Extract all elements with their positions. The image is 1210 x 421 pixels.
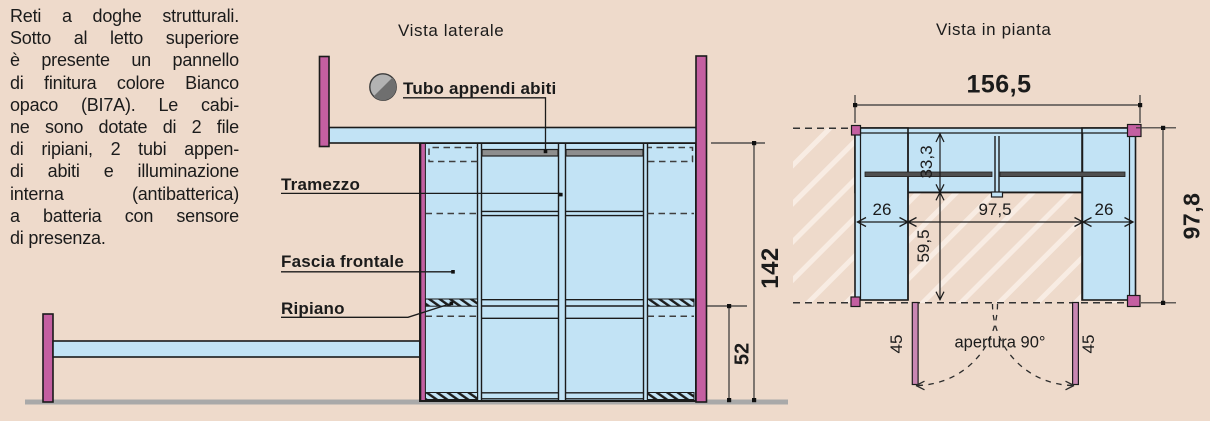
plan-right-cabinet	[1081, 127, 1137, 301]
side-view-drawing	[25, 55, 788, 405]
dim-156-lines	[854, 95, 1141, 123]
side-view-title: Vista laterale	[398, 21, 505, 40]
description-line: di ripiani, 2 tubi appen-	[10, 139, 239, 160]
plan-partition-end	[990, 191, 1004, 198]
dim-978-ticks	[1161, 125, 1166, 305]
dim-142-ticks	[752, 141, 757, 403]
hanging-tube-left	[481, 148, 559, 157]
description-line: a batteria con sensore	[10, 205, 239, 226]
label-tube: Tubo appendi abiti	[403, 79, 557, 98]
upper-shelf-lines	[481, 210, 644, 217]
upper-bed-post-right	[695, 55, 708, 403]
description-paragraph: Reti a doghe strutturali. Sotto al letto…	[10, 5, 239, 249]
lower-bed-post	[42, 313, 54, 403]
leader-lines	[281, 97, 561, 318]
dim-52-ticks	[727, 304, 732, 403]
plan-view-title: Vista in pianta	[936, 20, 1052, 39]
leader-dots	[449, 149, 563, 306]
description-line: ne sono dotate di 2 file	[10, 117, 239, 138]
description-line: è presente un pannello	[10, 50, 239, 71]
description-line: Sotto al letto superiore	[10, 28, 239, 49]
wardrobe-vertical-partitions	[476, 143, 649, 401]
floor-line	[25, 399, 788, 405]
upper-bed-platform	[328, 126, 698, 144]
lower-bed-platform	[52, 340, 426, 358]
description-line: di finitura colore Bianco	[10, 72, 239, 93]
bottom-hatch-left	[425, 392, 478, 400]
shelf-leader	[281, 302, 452, 318]
dim-total-width: 156,5	[966, 70, 1032, 99]
dim-total-depth: 97,8	[1178, 192, 1205, 240]
dim-center-opening-width: 97,5	[978, 200, 1012, 219]
tube-hidden-outline	[428, 146, 694, 163]
bottom-panel-lines	[481, 392, 644, 400]
description-line: di abiti e illuminazione	[10, 161, 239, 182]
description-line: di presenza.	[10, 228, 106, 249]
dim-total-height: 142	[757, 247, 784, 289]
dim-156-ticks	[853, 103, 1143, 108]
bottom-hatch-right	[647, 392, 695, 400]
dim-shelf-height: 52	[731, 342, 754, 366]
dim-top-band-depth: 33,3	[917, 145, 936, 179]
tube-leader	[403, 97, 547, 152]
hanging-tube-right	[565, 148, 644, 157]
plan-tube-left	[864, 171, 993, 177]
bed-hidden-outline	[793, 127, 1135, 304]
dim-width-row	[856, 216, 1135, 228]
opening-angle-note: apertura 90°	[954, 333, 1046, 352]
plan-door-right	[1071, 301, 1079, 386]
description-line: opaco (BI7A). Le cabi-	[10, 94, 239, 115]
plan-view-drawing	[793, 95, 1176, 391]
shelf-hatch-right	[647, 298, 695, 307]
dim-978-lines	[1136, 127, 1176, 304]
tube-bullet-icon	[369, 73, 397, 101]
door-swing-arcs	[915, 303, 1075, 391]
upper-bed-post-left	[318, 55, 330, 148]
description-line: Reti a doghe strutturali.	[10, 6, 239, 26]
dim-left-cabinet-width: 26	[872, 200, 892, 219]
dim-right-door-width: 45	[1079, 334, 1098, 354]
description-line: interna (antibatterica)	[10, 183, 239, 204]
lower-shelf-lines	[481, 299, 644, 319]
dim-inner-depth: 59,5	[914, 229, 933, 263]
label-front-band: Fascia frontale	[281, 252, 404, 271]
label-partition: Tramezzo	[281, 175, 361, 194]
dim-left-door-width: 45	[887, 334, 906, 354]
dim-right-cabinet-width: 26	[1094, 200, 1114, 219]
plan-tube-right	[999, 171, 1126, 177]
label-shelf: Ripiano	[281, 299, 345, 318]
plan-door-left	[911, 301, 919, 386]
dim-depth-inner	[935, 132, 945, 302]
plan-left-cabinet	[854, 127, 909, 301]
